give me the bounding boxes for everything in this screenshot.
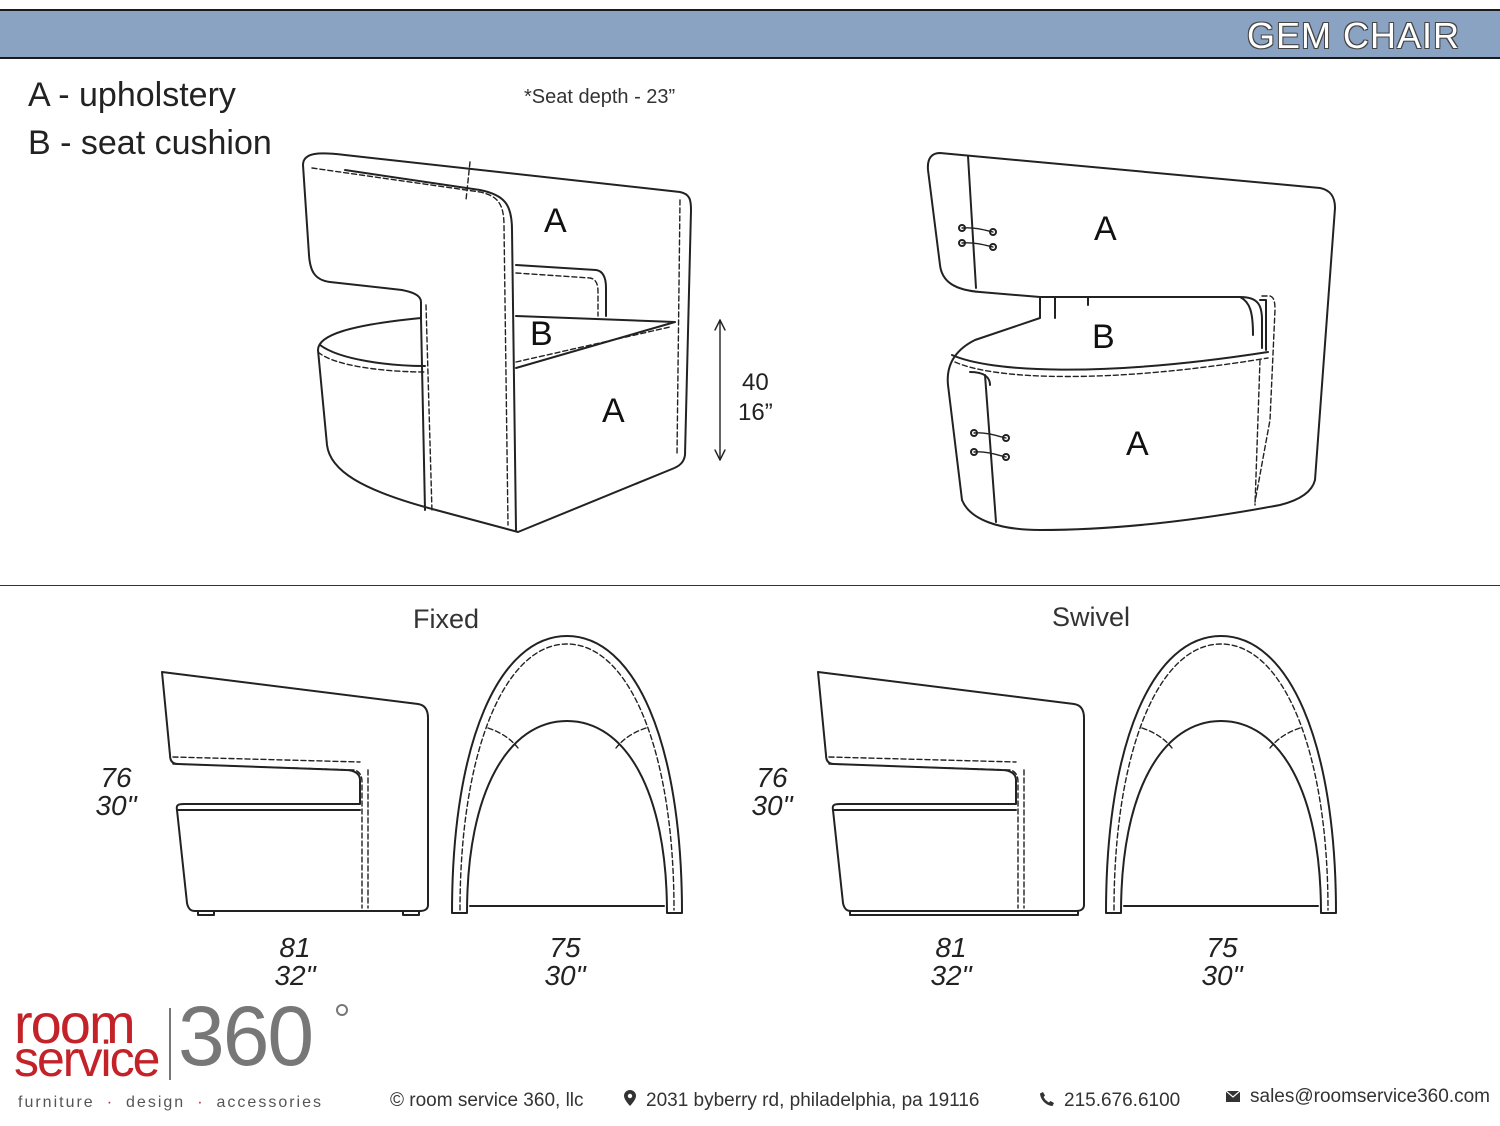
label-b-rear-seat: B — [1092, 318, 1115, 356]
fixed-depth-in: 32" — [274, 960, 316, 991]
seat-height-arrow — [714, 319, 726, 461]
section-divider — [0, 585, 1500, 586]
seat-height-dimension: 40 16” — [738, 368, 773, 428]
tagline-dot: · — [106, 1094, 115, 1111]
label-b-seat-cushion: B — [530, 315, 553, 353]
swivel-view-title: Swivel — [1052, 602, 1131, 632]
tagline-furniture: furniture — [18, 1094, 95, 1111]
fixed-width-in: 30" — [544, 960, 586, 991]
logo-degree-icon — [336, 1004, 348, 1016]
address-text: 2031 byberry rd, philadelphia, pa 19116 — [646, 1090, 980, 1111]
fixed-height-in: 30" — [95, 790, 137, 821]
logo-service-text: service — [14, 1031, 160, 1087]
logo-room-text: room — [14, 992, 136, 1055]
fixed-depth-dimension: 81 32" — [270, 934, 320, 990]
back-perspective-view — [926, 152, 1336, 531]
tagline-accessories: accessories — [216, 1094, 323, 1111]
swivel-depth-dimension: 81 32" — [926, 934, 976, 990]
fixed-width-dimension: 75 30" — [540, 934, 590, 990]
front-perspective-view — [302, 152, 692, 533]
fixed-view-title: Fixed — [413, 604, 480, 634]
tagline-design: design — [126, 1094, 186, 1111]
phone-icon — [1040, 1092, 1054, 1111]
fixed-height-dimension: 76 30" — [92, 764, 140, 820]
label-a-rear-base: A — [1126, 425, 1149, 463]
seat-height-in: 16” — [738, 399, 773, 426]
fixed-depth-cm: 81 — [279, 932, 311, 963]
swivel-width-dimension: 75 30" — [1197, 934, 1247, 990]
swivel-height-in: 30" — [751, 790, 793, 821]
logo-divider — [169, 1008, 171, 1080]
swivel-depth-cm: 81 — [935, 932, 967, 963]
swivel-height-dimension: 76 30" — [748, 764, 796, 820]
map-marker-icon — [624, 1090, 636, 1111]
tagline-dot: · — [197, 1094, 205, 1111]
label-a-upholstery-base: A — [602, 392, 625, 430]
fixed-height-cm: 76 — [100, 762, 132, 793]
legend-upholstery: A - upholstery — [28, 76, 236, 114]
fixed-width-cm: 75 — [549, 932, 581, 963]
footer-copyright: © room service 360, llc — [390, 1090, 584, 1111]
footer-email: sales@roomservice360.com — [1225, 1086, 1490, 1108]
envelope-icon — [1225, 1089, 1241, 1107]
footer-phone: 215.676.6100 — [1040, 1090, 1180, 1112]
fixed-side-view — [161, 671, 429, 916]
fixed-front-view — [451, 635, 683, 914]
logo-360-text: 360 — [178, 989, 314, 1083]
swivel-side-view — [817, 671, 1085, 916]
legend-seat-cushion: B - seat cushion — [28, 124, 272, 162]
title-bar: GEM CHAIR — [0, 9, 1500, 59]
brand-tagline: furniture · design · accessories — [18, 1094, 323, 1112]
email-link[interactable]: sales@roomservice360.com — [1250, 1086, 1490, 1107]
swivel-width-in: 30" — [1201, 960, 1243, 991]
footer-address: 2031 byberry rd, philadelphia, pa 19116 — [624, 1090, 979, 1112]
seat-height-cm: 40 — [741, 369, 769, 396]
label-a-rear-back: A — [1094, 210, 1117, 248]
swivel-width-cm: 75 — [1206, 932, 1238, 963]
swivel-height-cm: 76 — [756, 762, 788, 793]
phone-text[interactable]: 215.676.6100 — [1064, 1090, 1181, 1111]
product-title: GEM CHAIR — [1246, 15, 1460, 56]
seat-depth-note: *Seat depth - 23” — [524, 86, 676, 108]
swivel-front-view — [1105, 635, 1337, 914]
label-a-upholstery-back: A — [544, 202, 567, 240]
swivel-depth-in: 32" — [930, 960, 972, 991]
